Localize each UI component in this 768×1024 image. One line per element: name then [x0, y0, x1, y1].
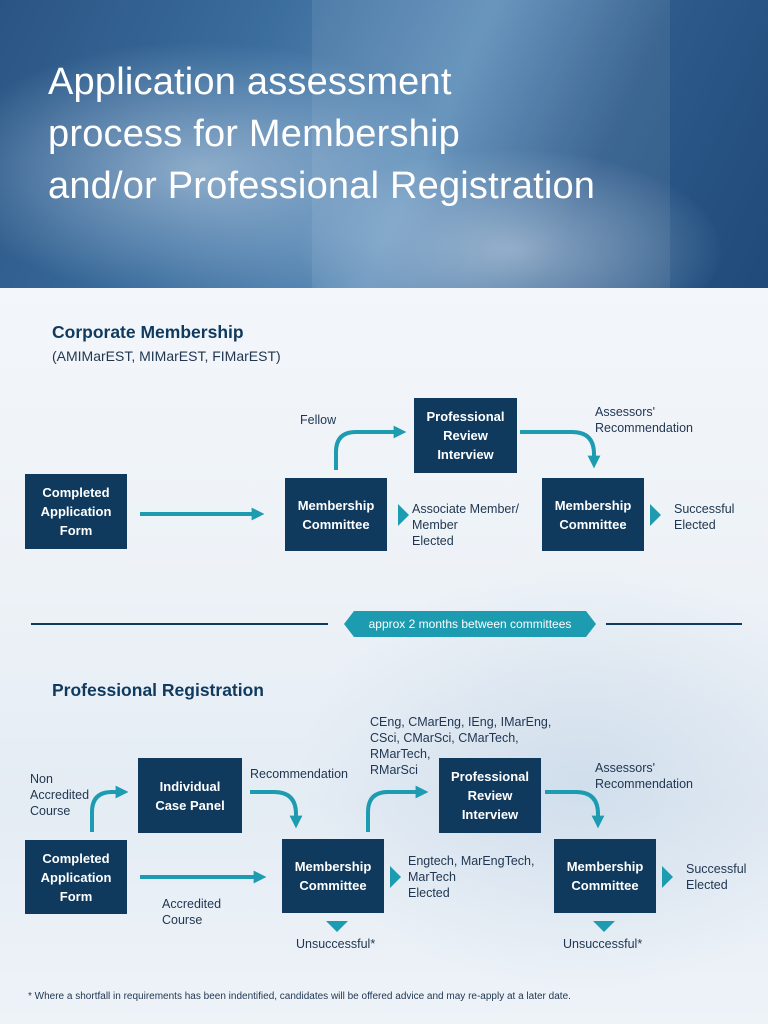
arrow-interview-to-committee: [545, 790, 605, 829]
header-banner: Application assessment process for Membe…: [0, 0, 768, 288]
corporate-heading: Corporate Membership: [52, 322, 244, 342]
completed-application-form-box: Completed Application Form: [25, 474, 127, 549]
arrow-interview-to-committee: [520, 430, 601, 469]
fellow-label: Fellow: [300, 413, 337, 427]
page-title: Application assessment process for Membe…: [48, 56, 748, 212]
months-between-committees-label: approx 2 months between committees: [368, 617, 572, 631]
accredited-course-label: Accredited Course: [162, 897, 222, 927]
divider-pill-shape: [344, 611, 596, 637]
membership-committee-box-2: Membership Committee: [554, 839, 656, 913]
triangle-unsuccessful: [326, 921, 348, 932]
title-line: process for Membership: [48, 113, 460, 155]
membership-committee-box: Membership Committee: [282, 839, 384, 913]
associate-member-elected-label: Associate Member/ Member Elected: [412, 502, 519, 548]
successful-elected-label: Successful Elected: [674, 502, 735, 532]
membership-committee-box: Membership Committee: [285, 478, 387, 551]
engtech-elected-label: Engtech, MarEngTech, MarTech Elected: [408, 854, 535, 900]
triangle-associate-elected: [398, 504, 409, 526]
title-line: and/or Professional Registration: [48, 165, 596, 207]
triangle-engtech-elected: [390, 866, 401, 888]
professional-review-interview-box: Professional Review Interview: [414, 398, 517, 473]
diagram-background: [0, 288, 768, 1024]
triangle-successful-elected: [662, 866, 673, 888]
professional-review-interview-box: Professional Review Interview: [439, 758, 541, 833]
unsuccessful-label: Unsuccessful*: [296, 937, 376, 951]
corporate-subheading: (AMIMarEST, MIMarEST, FIMarEST): [52, 348, 281, 364]
unsuccessful-label: Unsuccessful*: [563, 937, 643, 951]
completed-application-form-box: Completed Application Form: [25, 840, 127, 914]
arrow-committee-to-interview: [334, 425, 407, 470]
registration-heading: Professional Registration: [52, 680, 264, 700]
membership-committee-box-2: Membership Committee: [542, 478, 644, 551]
individual-case-panel-box: Individual Case Panel: [138, 758, 242, 833]
arrow-noncredited-to-panel: [90, 785, 129, 832]
arrow-panel-to-committee: [250, 790, 303, 829]
assessors-recommendation-label: Assessors' Recommendation: [595, 761, 693, 791]
successful-elected-label: Successful Elected: [686, 862, 747, 892]
footnote: * Where a shortfall in requirements has …: [28, 991, 571, 1002]
recommendation-label: Recommendation: [250, 767, 348, 781]
professional-titles-label: CEng, CMarEng, IEng, IMarEng, CSci, CMar…: [370, 715, 552, 777]
assessors-recommendation-label: Assessors' Recommendation: [595, 405, 693, 435]
triangle-unsuccessful: [593, 921, 615, 932]
arrow-committee-to-interview: [366, 785, 429, 832]
triangle-successful-elected: [650, 504, 661, 526]
title-line: Application assessment: [48, 61, 452, 103]
non-accredited-course-label: Non Accredited Course: [30, 772, 90, 818]
